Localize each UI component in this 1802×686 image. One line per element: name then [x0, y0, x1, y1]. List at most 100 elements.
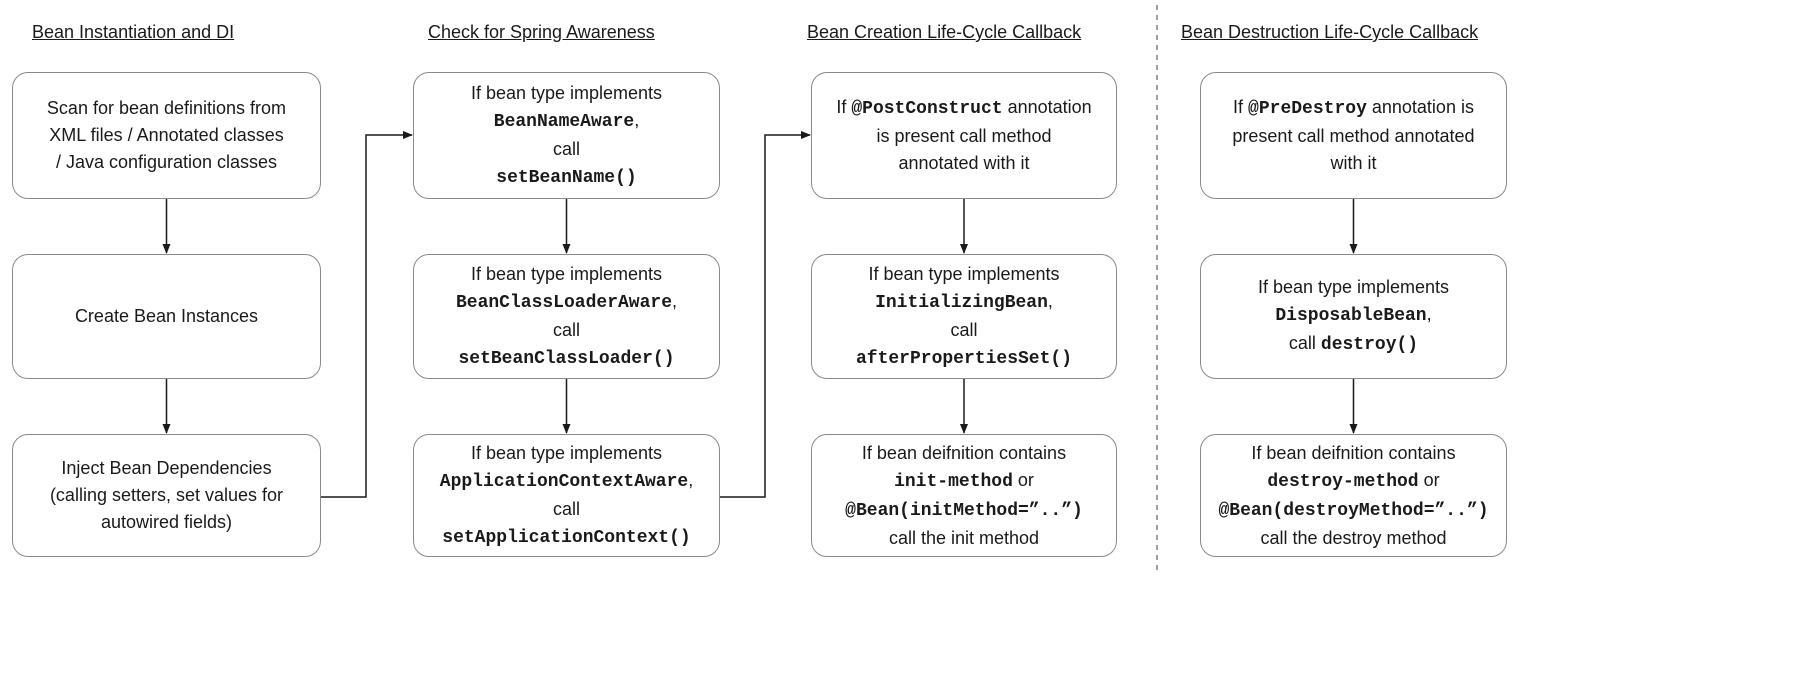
box-text-line: autowired fields) — [101, 509, 232, 536]
box-text-line: call — [553, 317, 580, 344]
box-text-line: If @PreDestroy annotation is — [1233, 94, 1474, 123]
box-text-line: setBeanClassLoader() — [458, 344, 674, 373]
plain-text: Scan for bean definitions from — [46, 98, 287, 118]
step-box-creation-callback-1: If @PostConstruct annotation is present c… — [811, 72, 1117, 199]
plain-text: Create Bean Instances — [74, 306, 259, 326]
code-text: @PostConstruct — [851, 99, 1003, 119]
plain-text: call — [1288, 333, 1321, 353]
arrow-elbow-instantiation-to-awareness — [321, 131, 413, 498]
box-text-line: call the destroy method — [1260, 525, 1446, 552]
box-text-line: Create Bean Instances — [75, 303, 258, 330]
box-text-line: afterPropertiesSet() — [856, 344, 1072, 373]
plain-text: annotated with it — [898, 153, 1030, 173]
plain-text: , — [1426, 304, 1432, 324]
column-title-destruction-callback: Bean Destruction Life-Cycle Callback — [1181, 22, 1479, 42]
box-text-line: If bean deifnition contains — [1251, 440, 1455, 467]
box-text-line: (calling setters, set values for — [50, 482, 283, 509]
code-text: BeanNameAware — [493, 111, 635, 132]
box-text-line: with it — [1330, 150, 1376, 177]
box-text-line: ApplicationContextAware, — [440, 467, 693, 496]
plain-text: , — [672, 290, 678, 311]
plain-text: call the init method — [888, 527, 1040, 548]
plain-text: If bean type implements — [470, 442, 663, 463]
step-box-creation-callback-3: If bean deifnition contains init-method o… — [811, 434, 1117, 557]
box-text-line: call — [950, 317, 977, 344]
code-text: afterPropertiesSet() — [855, 348, 1073, 369]
box-text-line: call destroy() — [1289, 330, 1418, 359]
arrow-elbow-awareness-to-creation — [720, 131, 811, 498]
plain-text: call the destroy method — [1260, 527, 1447, 548]
plain-text: present call method annotated — [1232, 126, 1475, 146]
code-text: InitializingBean — [875, 292, 1048, 313]
box-text-line: annotated with it — [898, 150, 1029, 177]
box-text-line: BeanNameAware, — [494, 107, 639, 136]
plain-text: or — [1012, 469, 1034, 490]
box-text-line: @Bean(destroyMethod=”..”) — [1218, 496, 1488, 525]
plain-text: annotation is — [1366, 97, 1474, 117]
code-text: setApplicationContext() — [442, 527, 691, 548]
box-text-line: If bean type implements — [868, 261, 1059, 288]
plain-text: If bean type implements — [470, 263, 663, 284]
plain-text: If bean deifnition contains — [1251, 442, 1456, 463]
plain-text: autowired fields) — [100, 512, 233, 532]
plain-text: If — [1233, 97, 1249, 117]
box-text-line: call the init method — [889, 525, 1039, 552]
code-text: DisposableBean — [1275, 306, 1427, 326]
code-text: setBeanName() — [496, 167, 637, 188]
plain-text: with it — [1330, 153, 1377, 173]
code-text: ApplicationContextAware — [439, 471, 689, 492]
box-text-line: If bean type implements — [471, 261, 662, 288]
plain-text: or — [1418, 469, 1440, 490]
box-text-line: setApplicationContext() — [442, 523, 690, 552]
box-text-line: is present call method — [876, 123, 1051, 150]
box-text-line: Scan for bean definitions from — [47, 95, 286, 122]
code-text: setBeanClassLoader() — [458, 348, 675, 369]
code-text: init-method — [894, 471, 1013, 492]
plain-text: If bean type implements — [470, 82, 663, 103]
box-text-line: present call method annotated — [1232, 123, 1474, 150]
plain-text: call — [552, 138, 580, 159]
plain-text: If bean deifnition contains — [861, 442, 1067, 463]
plain-text: Inject Bean Dependencies — [61, 458, 272, 478]
code-text: @Bean(destroyMethod=”..”) — [1218, 500, 1489, 521]
box-text-line: If @PostConstruct annotation — [836, 94, 1091, 123]
box-text-line: If bean type implements — [471, 80, 662, 107]
plain-text: If bean type implements — [868, 263, 1060, 284]
box-text-line: init-method or — [894, 467, 1034, 496]
plain-text: call — [552, 498, 580, 519]
box-text-line: InitializingBean, — [875, 288, 1053, 317]
box-text-line: @Bean(initMethod=”..”) — [845, 496, 1083, 525]
code-text: BeanClassLoaderAware — [455, 292, 673, 313]
box-text-line: Inject Bean Dependencies — [61, 455, 271, 482]
box-text-line: If bean type implements — [471, 440, 662, 467]
box-text-line: call — [553, 496, 580, 523]
plain-text: , — [634, 109, 640, 130]
box-text-line: If bean deifnition contains — [862, 440, 1066, 467]
code-text: @Bean(initMethod=”..”) — [845, 500, 1083, 521]
code-text: destroy-method — [1267, 471, 1419, 492]
box-text-line: / Java configuration classes — [56, 149, 277, 176]
plain-text: call — [950, 319, 978, 340]
box-text-line: DisposableBean, — [1275, 301, 1431, 330]
box-text-line: If bean type implements — [1258, 274, 1449, 301]
column-title-instantiation: Bean Instantiation and DI — [32, 22, 235, 42]
plain-text: If — [836, 97, 852, 117]
plain-text: is present call method — [876, 126, 1052, 146]
plain-text: , — [1047, 290, 1053, 311]
plain-text: If bean type implements — [1257, 277, 1450, 297]
plain-text: call — [552, 319, 580, 340]
box-text-line: XML files / Annotated classes — [49, 122, 283, 149]
step-box-instantiation-2: Create Bean Instances — [12, 254, 321, 379]
box-text-line: call — [553, 136, 580, 163]
plain-text: , — [688, 469, 694, 490]
step-box-destruction-callback-3: If bean deifnition contains destroy-metho… — [1200, 434, 1507, 557]
plain-text: annotation — [1002, 97, 1092, 117]
column-title-creation-callback: Bean Creation Life-Cycle Callback — [807, 22, 1082, 42]
plain-text: XML files / Annotated classes — [49, 125, 284, 145]
plain-text: (calling setters, set values for — [49, 485, 284, 505]
